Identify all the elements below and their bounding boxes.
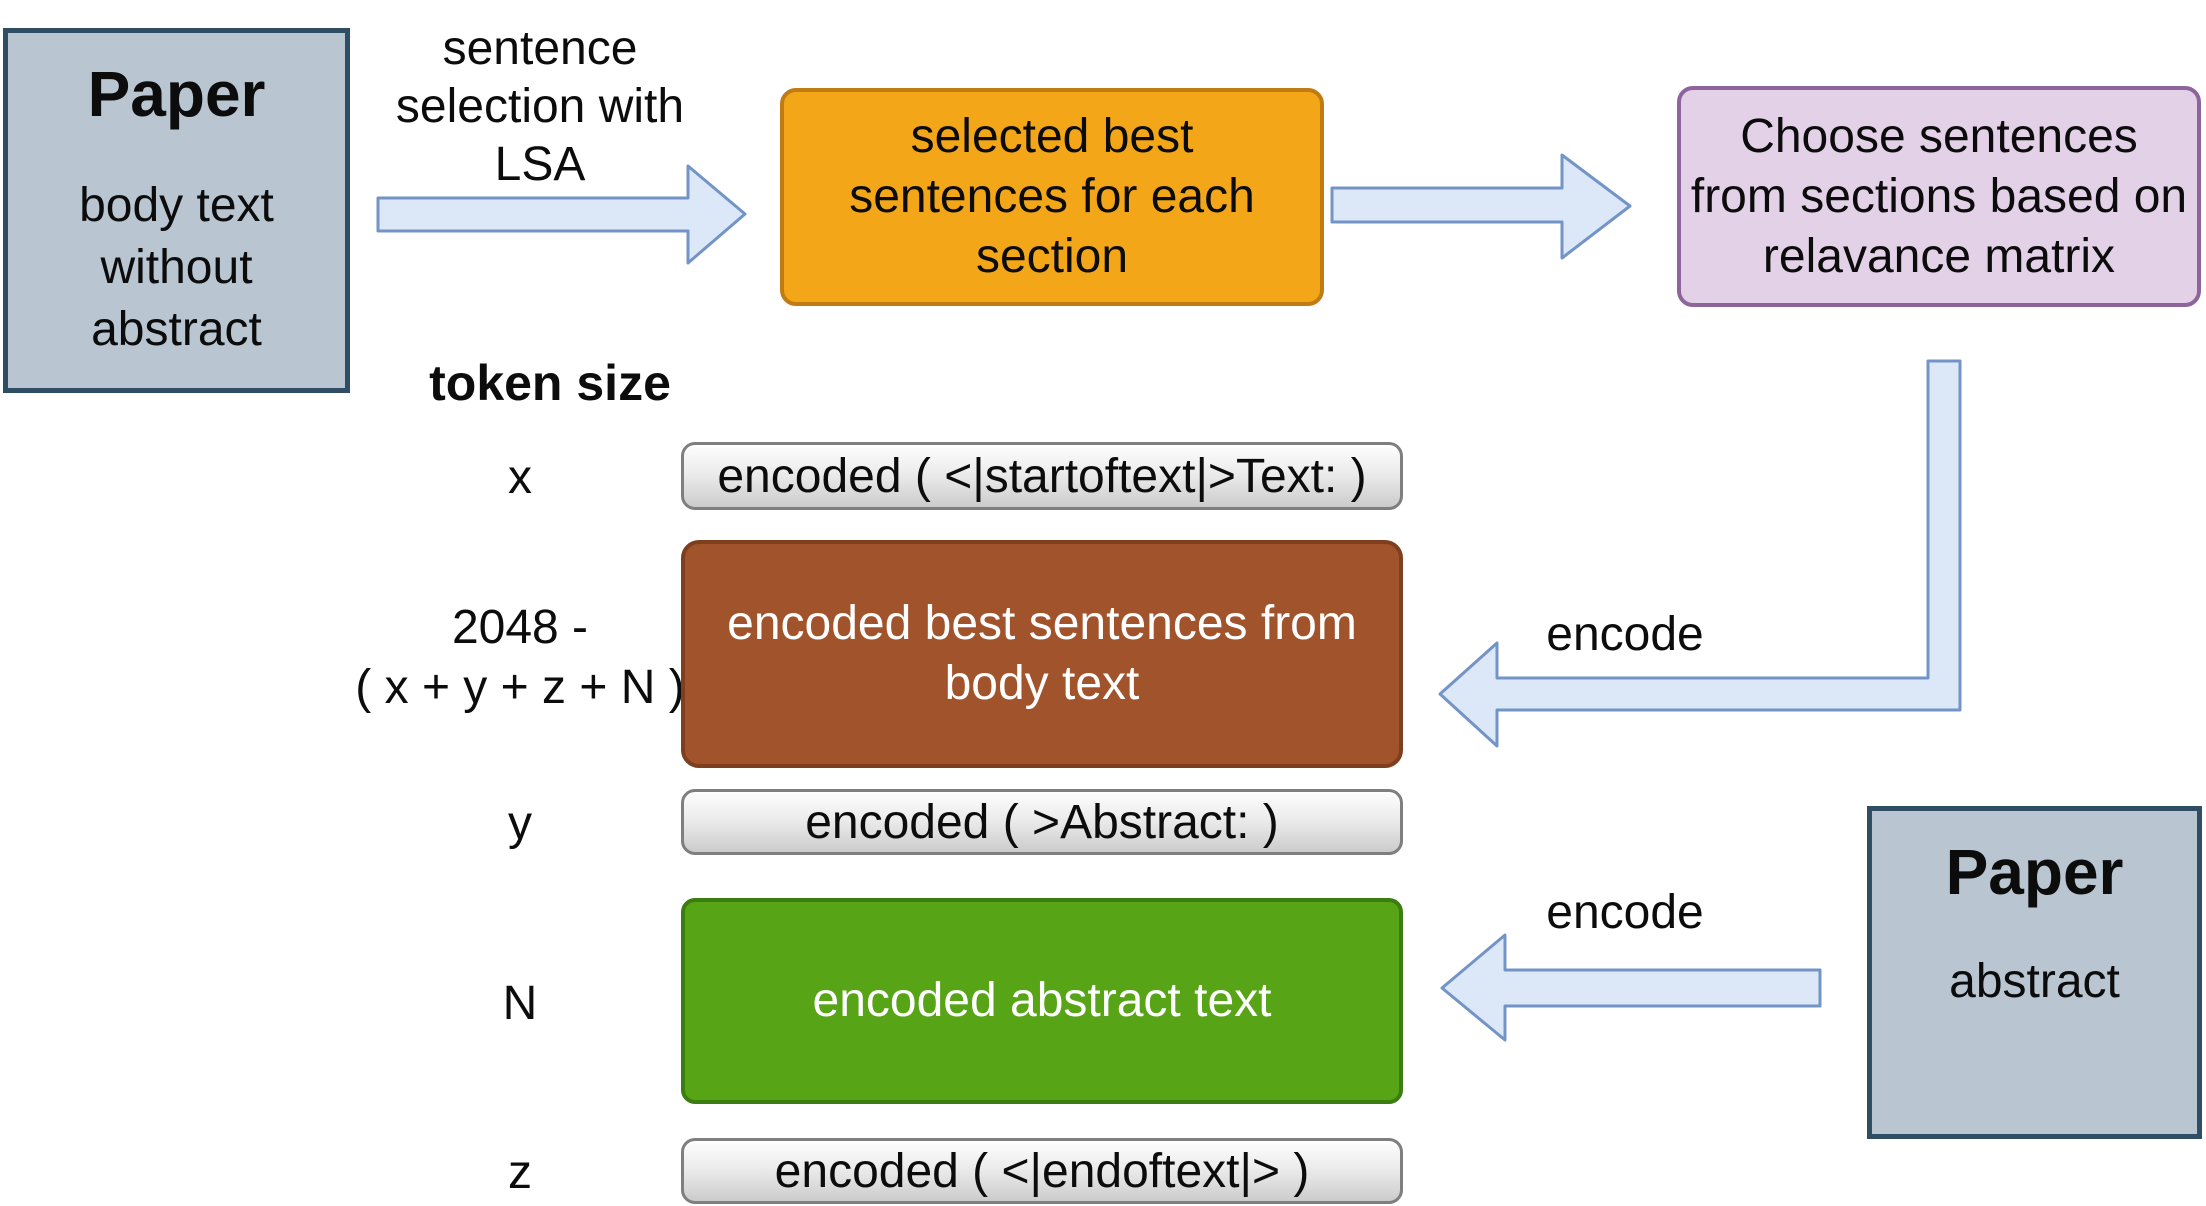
paper-abstract-text: abstract bbox=[1949, 955, 2120, 1008]
encoded-abstract-prefix-pill: encoded ( >Abstract: ) bbox=[681, 789, 1403, 855]
encode-top-label: encode bbox=[1546, 608, 1704, 661]
paper-abstract-title: Paper bbox=[1945, 836, 2124, 908]
token-size-z-label: z bbox=[508, 1146, 532, 1199]
lsa-arrow-label: sentence selection with LSA bbox=[395, 22, 685, 191]
encode-top-arrow bbox=[1438, 359, 1962, 748]
paper-body-title: Paper bbox=[87, 58, 266, 130]
encoded-abstract-node: encoded abstract text bbox=[681, 898, 1403, 1104]
paper-body-text: body text without abstract bbox=[79, 179, 274, 356]
choose-sentences-node: Choose sentences from sections based on … bbox=[1677, 86, 2201, 307]
token-size-budget-label: 2048 - ( x + y + z + N ) bbox=[355, 601, 685, 714]
token-size-x-label: x bbox=[508, 451, 532, 504]
token-size-y-label: y bbox=[508, 797, 532, 850]
selected-sentences-node: selected best sentences for each section bbox=[780, 88, 1324, 306]
encode-bottom-label: encode bbox=[1546, 886, 1704, 939]
encoded-body-sentences-node: encoded best sentences from body text bbox=[681, 540, 1403, 768]
encoded-endoftext-pill: encoded ( <|endoftext|> ) bbox=[681, 1138, 1403, 1204]
paper-body-node: Paper body text without abstract bbox=[3, 28, 350, 393]
encoded-startoftext-pill: encoded ( <|startoftext|>Text: ) bbox=[681, 442, 1403, 510]
lsa-flow-arrow bbox=[376, 164, 747, 265]
paper-abstract-node: Paper abstract bbox=[1867, 806, 2202, 1139]
encode-bottom-arrow bbox=[1440, 933, 1822, 1042]
sections-flow-arrow bbox=[1330, 153, 1632, 260]
token-size-n-label: N bbox=[502, 977, 538, 1030]
token-size-header: token size bbox=[429, 355, 671, 411]
